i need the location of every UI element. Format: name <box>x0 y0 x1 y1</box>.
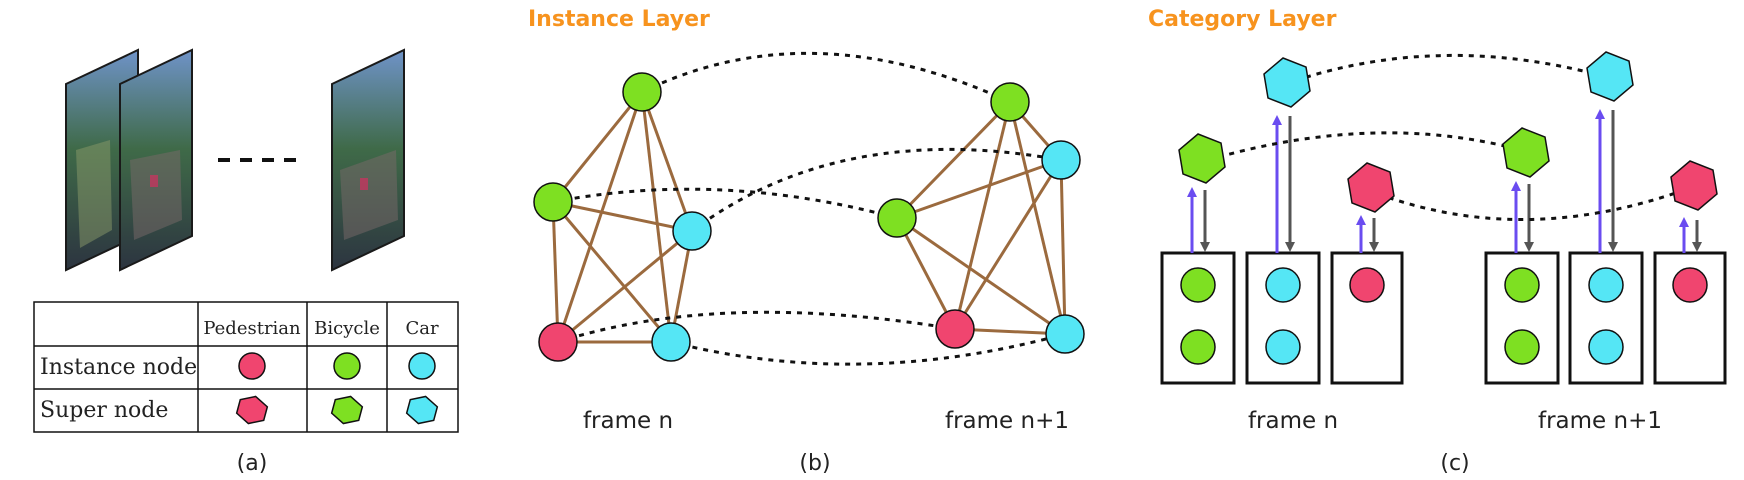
box-n-pedestrian-1 <box>1349 267 1385 303</box>
box-n-bicycle-1 <box>1180 267 1216 303</box>
box-n1-pedestrian-1 <box>1672 267 1708 303</box>
row-instance-node: Instance node <box>40 355 197 380</box>
caption-b: (b) <box>799 451 830 476</box>
box-n1-bicycle-2 <box>1504 329 1540 365</box>
node-bicycle-n-2 <box>533 182 573 222</box>
box-n1-car-2 <box>1588 329 1624 365</box>
panel-b: Instance Layer <box>528 7 1085 476</box>
node-car-n1-1 <box>1041 140 1081 180</box>
node-bicycle-n1-1 <box>990 82 1030 122</box>
panel-c: Category Layer <box>1148 7 1727 476</box>
caption-c: (c) <box>1440 451 1469 476</box>
super-node-car-n <box>1263 57 1311 108</box>
frame-n1-edges <box>895 100 1067 336</box>
node-bicycle-n-1 <box>622 72 662 112</box>
legend-car-circle <box>408 352 436 380</box>
node-pedestrian-n-1 <box>538 322 578 362</box>
box-n-car-2 <box>1265 329 1301 365</box>
panel-a: Pedestrian Bicycle Car Instance node Sup… <box>33 48 459 476</box>
box-n-car-1 <box>1265 267 1301 303</box>
node-bicycle-n1-2 <box>877 198 917 238</box>
category-boxes <box>1160 251 1727 385</box>
legend-bicycle-hexagon <box>330 395 364 425</box>
box-n1-car-1 <box>1588 267 1624 303</box>
super-node-bicycle-n <box>1178 133 1226 184</box>
category-layer-title: Category Layer <box>1148 7 1337 32</box>
box-n1-bicycle-1 <box>1504 267 1540 303</box>
video-frame-2 <box>119 48 193 272</box>
legend-table: Pedestrian Bicycle Car Instance node Sup… <box>33 301 459 433</box>
super-node-pedestrian-n1 <box>1670 160 1718 211</box>
node-car-n-2 <box>651 322 691 362</box>
legend-pedestrian-hexagon <box>235 395 269 425</box>
super-node-car-n1 <box>1586 51 1634 102</box>
instance-layer-title: Instance Layer <box>528 7 710 32</box>
legend-pedestrian-circle <box>238 352 266 380</box>
header-bicycle: Bicycle <box>314 318 380 339</box>
node-car-n-1 <box>672 211 712 251</box>
header-car: Car <box>405 318 439 339</box>
header-pedestrian: Pedestrian <box>203 318 301 339</box>
frame-n-edges <box>551 91 694 344</box>
row-super-node: Super node <box>40 398 168 423</box>
video-frame-3 <box>331 48 405 272</box>
panel-c-frame-n1-label: frame n+1 <box>1538 408 1662 434</box>
category-temporal-links <box>1207 53 1691 221</box>
super-node-pedestrian-n <box>1347 162 1395 213</box>
panel-b-frame-n-label: frame n <box>583 408 673 434</box>
caption-a: (a) <box>237 451 268 476</box>
node-pedestrian-n1-1 <box>935 309 975 349</box>
box-n-bicycle-2 <box>1180 329 1216 365</box>
node-car-n1-2 <box>1045 314 1085 354</box>
aggregation-arrows <box>1187 109 1702 253</box>
legend-car-hexagon <box>405 395 439 425</box>
panel-b-frame-n1-label: frame n+1 <box>945 408 1069 434</box>
panel-c-frame-n-label: frame n <box>1248 408 1338 434</box>
legend-bicycle-circle <box>333 352 361 380</box>
instance-temporal-links <box>552 51 1066 366</box>
super-node-bicycle-n1 <box>1502 127 1550 178</box>
